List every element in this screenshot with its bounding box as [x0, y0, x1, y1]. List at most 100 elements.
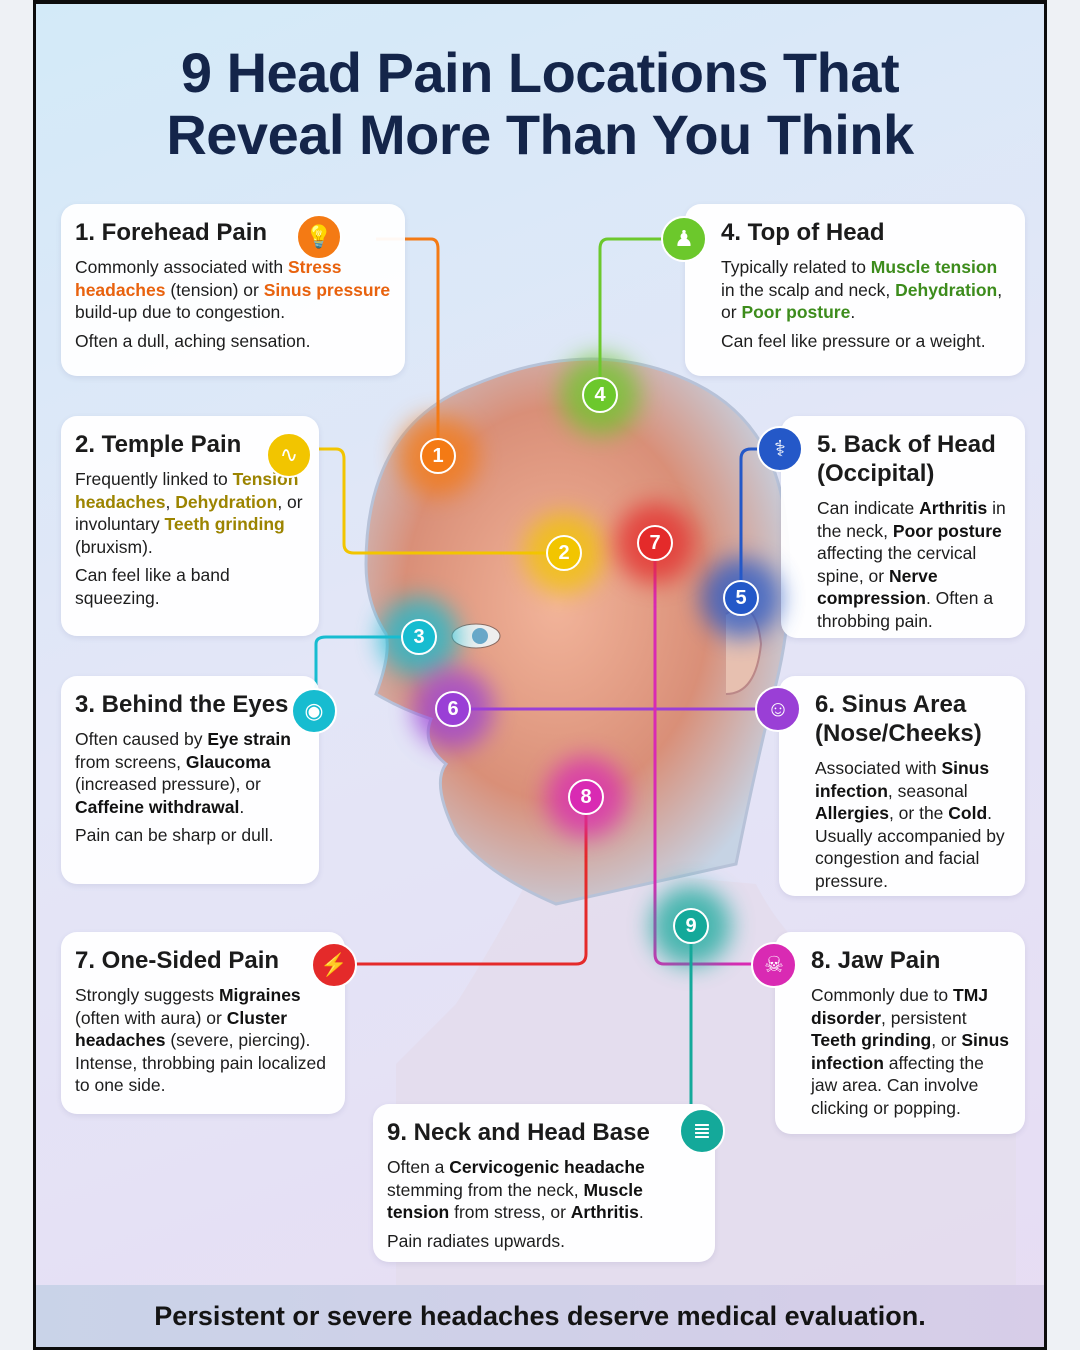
text: Can feel like pressure or a weight. [721, 330, 986, 351]
highlight-term: Cold [948, 803, 988, 823]
card-description: Can feel like a band squeezing. [75, 564, 305, 609]
text: Commonly due to [811, 985, 954, 1005]
card-description: Pain can be sharp or dull. [75, 824, 305, 847]
text: , or involuntary [75, 491, 303, 535]
card-title: 5. Back of Head (Occipital) [817, 431, 996, 487]
footer-banner: Persistent or severe headaches deserve m… [36, 1285, 1044, 1347]
text: Commonly associated with [75, 257, 288, 277]
highlight-term: Migraines [218, 985, 301, 1005]
connector-line-7 [345, 797, 588, 966]
connector-line-8 [653, 543, 775, 966]
card-description: Often a Cervicogenic headache stemming f… [387, 1156, 701, 1224]
card-description: Frequently linked to Tension headaches, … [75, 468, 305, 558]
location-marker-2: 2 [546, 535, 582, 571]
highlight-term: Stress headaches [75, 257, 342, 300]
highlight-term: TMJ disorder [811, 985, 989, 1028]
card-title: 8. Jaw Pain [811, 947, 941, 974]
text: from stress, or [449, 1202, 571, 1222]
page-title: 9 Head Pain Locations That Reveal More T… [36, 42, 1044, 166]
text: (bruxism). [75, 536, 153, 557]
text: . [239, 796, 245, 817]
highlight-term: Sinus infection [811, 1030, 1010, 1073]
text: Strongly suggests [75, 985, 219, 1005]
text: (tension) or [165, 279, 264, 300]
card-description: Can feel like pressure or a weight. [721, 330, 1011, 353]
text: build-up due to congestion. [75, 302, 286, 322]
card-description: Can indicate Arthritis in the neck, Poor… [817, 497, 1011, 632]
text: , or [931, 1030, 962, 1050]
connector-line-5 [739, 447, 781, 598]
jaw-skull-icon: ☠ [751, 942, 797, 988]
card-description: Pain radiates upwards. [387, 1230, 701, 1253]
brain-lightbulb-icon: 💡 [296, 214, 342, 260]
highlight-term: Glaucoma [185, 751, 271, 772]
highlight-term: Sinus infection [815, 758, 990, 801]
connector-line-3 [314, 635, 419, 706]
text: in the neck, [817, 498, 1006, 541]
title-line-2: Reveal More Than You Think [166, 103, 914, 166]
infographic: 9 Head Pain Locations That Reveal More T… [33, 0, 1047, 1350]
connector-line-2 [319, 447, 564, 555]
location-marker-4: 4 [582, 377, 618, 413]
highlight-term: Caffeine withdrawal [75, 796, 240, 817]
highlight-term: Muscle tension [870, 257, 998, 277]
vertebrae-icon: ≣ [679, 1108, 725, 1154]
highlight-term: Poor posture [892, 520, 1002, 541]
card-title: 4. Top of Head [721, 219, 885, 246]
card-6: 6. Sinus Area (Nose/Cheeks) Associated wi… [755, 676, 1025, 896]
text: . Often a throbbing pain. [817, 588, 994, 631]
card-title: 6. Sinus Area (Nose/Cheeks) [815, 691, 982, 747]
text: , seasonal [887, 780, 968, 801]
text: , [165, 491, 176, 512]
location-marker-1: 1 [420, 438, 456, 474]
text: , persistent [881, 1007, 967, 1028]
location-marker-9: 9 [673, 908, 709, 944]
highlight-term: Sinus pressure [263, 279, 391, 300]
location-marker-8: 8 [568, 779, 604, 815]
highlight-term: Nerve compression [817, 565, 938, 609]
person-icon: ♟ [661, 216, 707, 262]
card-description: Typically related to Muscle tension in t… [721, 256, 1011, 324]
card-title: 1. Forehead Pain [75, 219, 268, 246]
card-description: Associated with Sinus infection, seasona… [815, 757, 1011, 892]
text: Typically related to [721, 257, 871, 277]
highlight-term: Allergies [815, 803, 889, 823]
text: Frequently linked to [75, 469, 233, 489]
card-title: 3. Behind the Eyes [75, 691, 289, 718]
text: stemming from the neck, [387, 1179, 584, 1200]
location-marker-7: 7 [637, 525, 673, 561]
highlight-term: Teeth grinding [164, 514, 285, 534]
text: (severe, piercing). Intense, throbbing p… [75, 1030, 327, 1095]
card-description: Strongly suggests Migraines (often with … [75, 984, 331, 1097]
face-profile-icon: ☺ [755, 686, 801, 732]
text: Often a dull, aching sensation. [75, 330, 311, 351]
text: affecting the cervical spine, or [817, 543, 977, 586]
location-marker-3: 3 [401, 619, 437, 655]
text: . Usually accompanied by congestion and … [815, 803, 1005, 891]
pulse-icon: ∿ [266, 432, 312, 478]
location-marker-5: 5 [723, 580, 759, 616]
highlight-term: Arthritis [570, 1202, 639, 1222]
text: Often caused by [75, 729, 208, 749]
text: from screens, [75, 751, 186, 772]
highlight-term: Dehydration [175, 491, 278, 512]
location-marker-6: 6 [435, 691, 471, 727]
highlight-term: Teeth grinding [811, 1030, 932, 1050]
head-silhouette [364, 357, 791, 906]
highlight-term: Poor posture [741, 302, 851, 322]
text: . [850, 302, 856, 322]
text: Associated with [815, 758, 942, 778]
migraine-head-icon: ⚡ [311, 942, 357, 988]
text: Can feel like a band squeezing. [75, 565, 230, 608]
card-description: Commonly due to TMJ disorder, persistent… [811, 984, 1011, 1119]
highlight-term: Arthritis [919, 498, 988, 518]
text: (increased pressure), or [75, 774, 261, 794]
text: , or [721, 279, 1003, 323]
text: , or the [888, 803, 949, 823]
